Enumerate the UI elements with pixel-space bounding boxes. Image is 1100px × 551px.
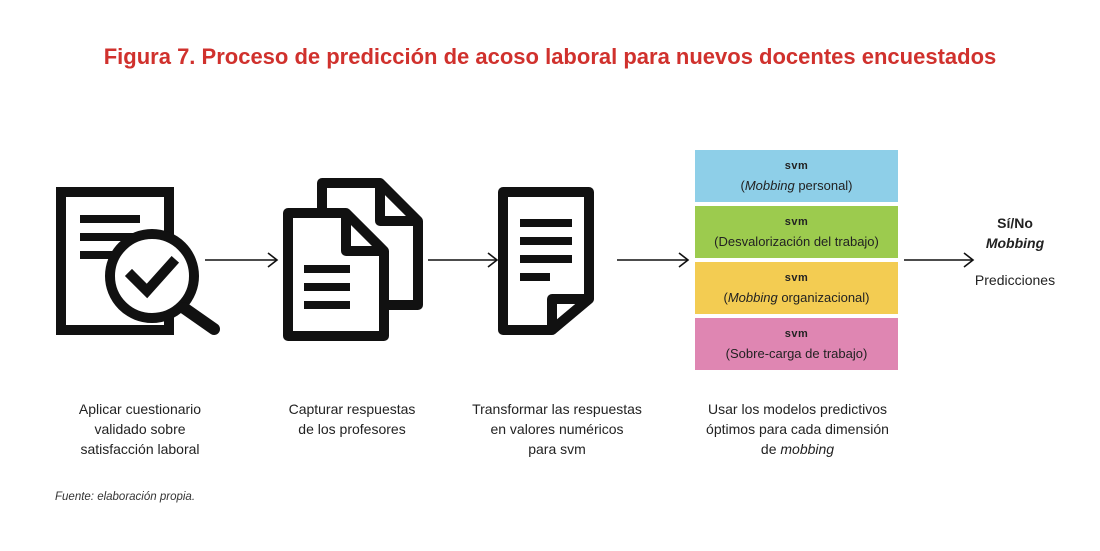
svm-models-stack: svm (Mobbing personal) svm (Desvalorizac… xyxy=(695,150,898,370)
svm-dimension: (Desvalorización del trabajo) xyxy=(714,234,879,249)
svm-label: svm xyxy=(784,216,809,228)
predictions-label: Predicciones xyxy=(974,272,1056,288)
step-caption: Capturar respuestas de los profesores xyxy=(288,401,416,437)
svm-label: svm xyxy=(784,272,809,284)
svm-model-box: svm (Mobbing personal) xyxy=(695,150,898,202)
figure-title: Figura 7. Proceso de predicción de acoso… xyxy=(103,44,997,69)
svm-dimension: (Sobre-carga de trabajo) xyxy=(725,346,868,361)
documents-copy-icon xyxy=(283,178,423,341)
svm-model-box: svm (Sobre-carga de trabajo) xyxy=(695,318,898,370)
step-caption: Usar los modelos predictivos óptimos par… xyxy=(706,401,889,457)
document-text-icon xyxy=(498,187,594,335)
step-caption: Transformar las respuestas en valores nu… xyxy=(472,401,642,457)
step-caption: Aplicar cuestionario validado sobre sati… xyxy=(78,401,202,457)
prediction-result: Sí/No Mobbing xyxy=(975,213,1055,253)
result-yes-no: Sí/No xyxy=(997,215,1033,231)
arrow-right-icon xyxy=(205,252,279,268)
result-mobbing: Mobbing xyxy=(985,235,1045,251)
svm-model-box: svm (Desvalorización del trabajo) xyxy=(695,206,898,258)
arrow-right-icon xyxy=(904,252,975,268)
arrow-right-icon xyxy=(617,252,690,268)
svm-dimension: (Mobbing organizacional) xyxy=(723,290,870,305)
svm-model-box: svm (Mobbing organizacional) xyxy=(695,262,898,314)
svm-dimension: (Mobbing personal) xyxy=(740,178,853,193)
document-search-check-icon xyxy=(56,187,220,335)
svm-label: svm xyxy=(784,160,809,172)
svm-label: svm xyxy=(784,328,809,340)
source-note: Fuente: elaboración propia. xyxy=(55,491,196,503)
arrow-right-icon xyxy=(428,252,499,268)
